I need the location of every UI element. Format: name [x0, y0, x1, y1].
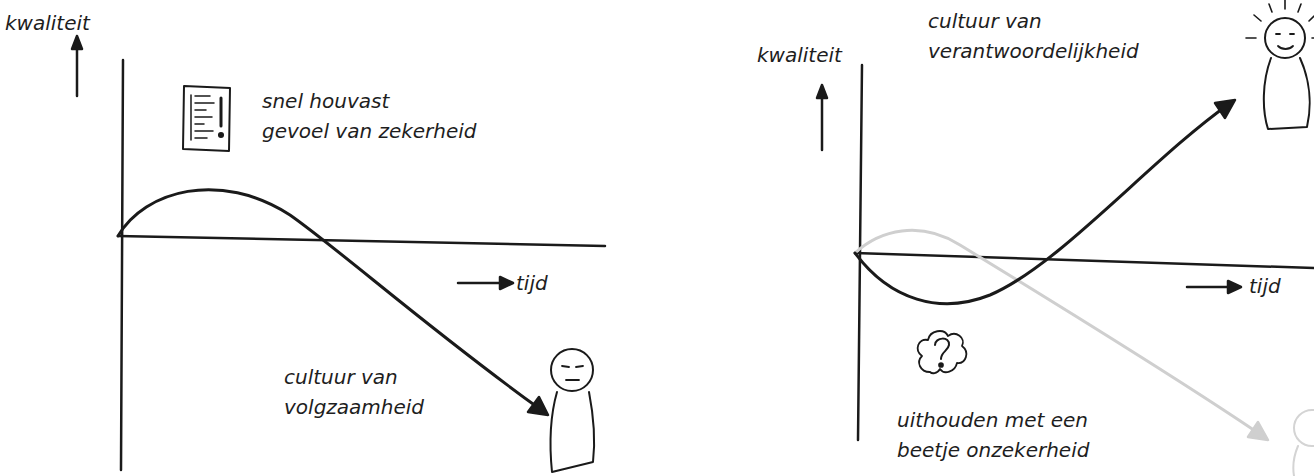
x-axis [118, 236, 605, 246]
text-line: verantwoordelijkheid [928, 36, 1139, 66]
quality-curve [118, 190, 540, 409]
figure-body [1264, 58, 1310, 129]
annotation: snel houvast gevoel van zekerheid [262, 86, 477, 146]
annotation: cultuur van volgzaamheid [284, 362, 424, 422]
axis-label: kwaliteit [757, 40, 842, 70]
time-arrow [1187, 286, 1233, 289]
text-line: beetje onzekerheid [897, 435, 1089, 465]
left-chart [72, 36, 605, 472]
faded-figure-head [1294, 410, 1314, 446]
text-line: uithouden met een [897, 405, 1089, 435]
text-line: cultuur van [284, 362, 424, 392]
question-dot [939, 363, 942, 366]
annotation: cultuur van verantwoordelijkheid [928, 6, 1139, 66]
figure-face [562, 366, 583, 380]
x-axis [855, 253, 1314, 268]
text-line: gevoel van zekerheid [262, 116, 477, 146]
exclamation-dot [219, 133, 223, 137]
arrow-head [1215, 100, 1235, 118]
right-chart [817, 0, 1314, 476]
text-line: tijd [1249, 271, 1281, 301]
axis-label: tijd [516, 268, 548, 298]
figure-head [551, 349, 593, 391]
text-line: kwaliteit [5, 8, 90, 38]
document-lines [191, 95, 214, 140]
thought-cloud [918, 331, 967, 373]
time-arrow [458, 282, 505, 285]
annotation: uithouden met een beetje onzekerheid [897, 405, 1089, 465]
arrow-head [817, 85, 827, 98]
figure-head [1265, 18, 1305, 58]
arrow-head [1228, 281, 1241, 293]
axis-hint-arrow [821, 92, 824, 150]
faded-figure-body [1293, 446, 1298, 476]
axis-label: kwaliteit [5, 8, 90, 38]
sun-rays [1246, 0, 1314, 38]
arrow-head [1248, 422, 1268, 440]
faded-curve [855, 230, 1261, 435]
text-line: kwaliteit [757, 40, 842, 70]
text-line: snel houvast [262, 86, 477, 116]
text-line: volgzaamheid [284, 392, 424, 422]
arrow-head [528, 397, 548, 415]
exclamation-mark [220, 98, 223, 126]
arrow-head [500, 277, 513, 289]
figure-face [1276, 34, 1294, 49]
text-line: cultuur van [928, 6, 1139, 36]
figure-body [551, 392, 594, 472]
document-icon [183, 86, 230, 151]
y-axis [121, 60, 123, 470]
question-mark [935, 339, 949, 359]
axis-label: tijd [1249, 271, 1281, 301]
text-line: tijd [516, 268, 548, 298]
arrow-head [72, 36, 82, 49]
quality-curve [855, 104, 1229, 304]
